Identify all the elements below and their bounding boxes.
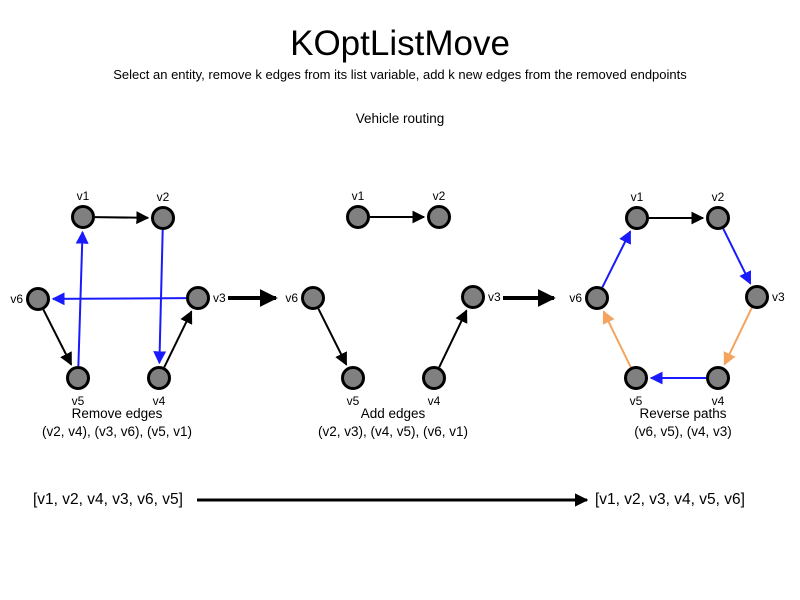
edge-v4-v3: [438, 309, 468, 368]
node-label-v4: v4: [712, 394, 725, 408]
page-subtitle: Select an entity, remove k edges from it…: [113, 67, 687, 82]
edge-v2-v3: [722, 228, 752, 285]
node-label-v5: v5: [72, 394, 85, 408]
caption-add-edges-detail: (v2, v3), (v4, v5), (v6, v1): [317, 424, 469, 439]
caption-add-edges-title: Add edges: [360, 406, 426, 421]
graph-reverse-paths: v1 v2 v6 v3 v5 v4: [569, 190, 785, 408]
page-title: KOptListMove: [290, 24, 510, 63]
caption-reverse-paths: Reverse paths (v6, v5), (v4, v3): [543, 405, 800, 441]
node-label-v1: v1: [77, 189, 90, 203]
node-label-v3: v3: [213, 291, 226, 305]
node-v5: [66, 366, 90, 390]
node-v6: [585, 286, 609, 310]
node-v4: [706, 366, 730, 390]
node-v4: [147, 366, 171, 390]
edge-v6-v1: [601, 230, 632, 288]
edge-v5-v1: [75, 230, 89, 367]
node-v1: [71, 205, 95, 229]
graph-remove-edges: v1 v2 v6 v3 v5 v4: [10, 189, 226, 408]
list-after-move: [v1, v2, v3, v4, v5, v6]: [595, 491, 745, 508]
edge-v1-v2: [94, 211, 150, 225]
edge-v3-v6: [51, 292, 187, 306]
node-label-v4: v4: [428, 394, 441, 408]
node-label-v4: v4: [153, 394, 166, 408]
node-v1: [346, 205, 370, 229]
node-v3: [186, 286, 210, 310]
node-v4: [422, 366, 446, 390]
caption-remove-edges-detail: (v2, v4), (v3, v6), (v5, v1): [41, 424, 193, 439]
edge-v6-v5: [42, 309, 73, 366]
edge-v2-v4: [153, 229, 167, 365]
node-v2: [706, 206, 730, 230]
node-v5: [624, 366, 648, 390]
node-v5: [341, 366, 365, 390]
edge-v5-v6: [602, 310, 632, 368]
node-v3: [461, 285, 485, 309]
caption-add-edges: Add edges (v2, v3), (v4, v5), (v6, v1): [253, 405, 533, 441]
node-v3: [745, 285, 769, 309]
caption-reverse-paths-title: Reverse paths: [639, 406, 727, 421]
list-before-move: [v1, v2, v4, v3, v6, v5]: [33, 491, 183, 508]
node-label-v6: v6: [285, 291, 298, 305]
edge-v6-v5: [317, 308, 348, 366]
node-v2: [427, 205, 451, 229]
caption-remove-edges-title: Remove edges: [71, 406, 163, 421]
node-v6: [26, 287, 50, 311]
caption-reverse-paths-detail: (v6, v5), (v4, v3): [634, 424, 732, 439]
edge-v4-v3: [163, 310, 193, 368]
edge-v3-v4: [723, 307, 753, 366]
node-v6: [301, 286, 325, 310]
caption-remove-edges: Remove edges (v2, v4), (v3, v6), (v5, v1…: [0, 405, 257, 441]
node-label-v2: v2: [712, 190, 725, 204]
node-label-v6: v6: [10, 292, 23, 306]
node-label-v1: v1: [352, 189, 365, 203]
node-label-v3: v3: [488, 290, 501, 304]
context-label: Vehicle routing: [355, 111, 445, 126]
node-label-v5: v5: [630, 394, 643, 408]
graph-add-edges: v1 v2 v6 v3 v5 v4: [285, 189, 501, 408]
node-label-v2: v2: [157, 190, 170, 204]
node-label-v2: v2: [433, 189, 446, 203]
node-v1: [625, 206, 649, 230]
node-label-v1: v1: [631, 190, 644, 204]
node-v2: [151, 206, 175, 230]
node-label-v3: v3: [772, 290, 785, 304]
node-label-v5: v5: [347, 394, 360, 408]
node-label-v6: v6: [569, 291, 582, 305]
